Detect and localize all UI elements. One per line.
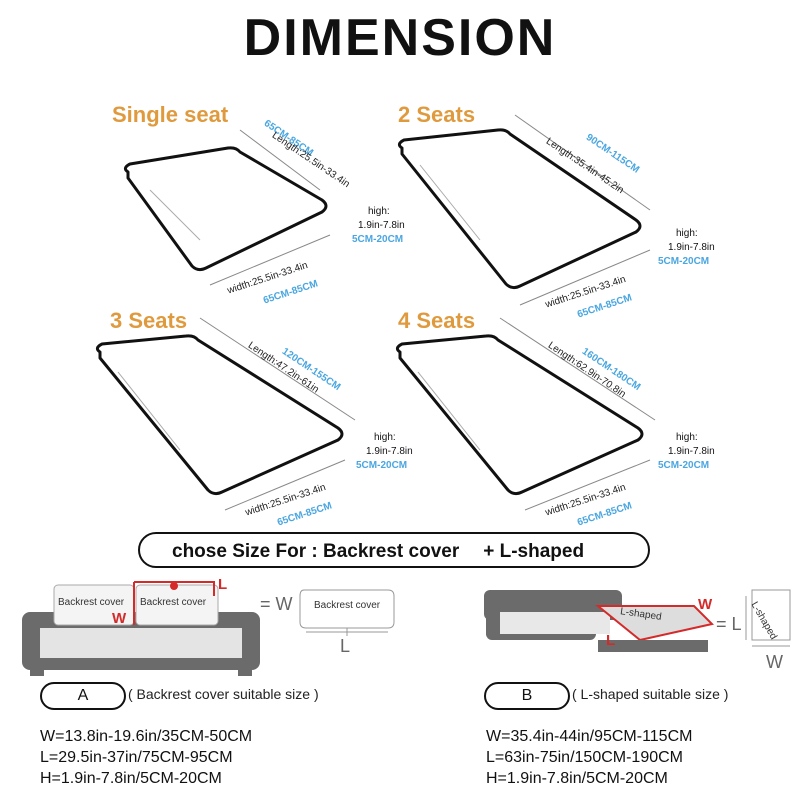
four-high-in: 1.9in-7.8in — [668, 446, 715, 457]
a-w-marker: W — [112, 610, 127, 627]
three-high-cm: 5CM-20CM — [356, 460, 408, 471]
choose-size-banner: chose Size For : Backrest cover + L-shape… — [138, 532, 650, 568]
three-seat-cushion — [95, 334, 344, 496]
backrest-cover-label-shape: Backrest cover — [314, 600, 381, 611]
four-seat-title: 4 Seats — [398, 308, 476, 333]
choose-size-text: chose Size For : Backrest cover — [172, 541, 460, 562]
b-l-marker: L — [606, 632, 616, 649]
three-high-label: high: — [374, 432, 396, 443]
single-seat-title: Single seat — [112, 102, 229, 127]
four-high-cm: 5CM-20CM — [658, 460, 710, 471]
four-seat-cushion — [395, 334, 644, 496]
option-b-specs: W=35.4in-44in/95CM-115CM L=63in-75in/150… — [486, 726, 692, 789]
single-high-in: 1.9in-7.8in — [358, 220, 405, 231]
option-a-spec-w: W=13.8in-19.6in/35CM-50CM — [40, 728, 253, 745]
backrest-cover-label-right: Backrest cover — [140, 597, 207, 608]
sofa-a-drawing — [22, 581, 260, 676]
cover-a-shape — [299, 589, 395, 636]
backrest-cover-label-left: Backrest cover — [58, 597, 125, 608]
option-a-spec-h: H=1.9in-7.8in/5CM-20CM — [40, 770, 222, 787]
option-a-spec-l: L=29.5in-37in/75CM-95CM — [40, 749, 233, 766]
option-a-note: ( Backrest cover suitable size ) — [128, 686, 319, 702]
page-title: DIMENSION — [243, 9, 557, 67]
option-b-note: ( L-shaped suitable size ) — [572, 686, 729, 702]
b-equals-l: = L — [716, 614, 742, 634]
single-seat-cushion — [123, 146, 328, 272]
sofa-b-drawing — [484, 590, 714, 652]
option-b-spec-h: H=1.9in-7.8in/5CM-20CM — [486, 770, 668, 787]
two-high-cm: 5CM-20CM — [658, 256, 710, 267]
b-w-marker: W — [698, 596, 713, 613]
two-seat-cushion — [397, 128, 642, 290]
two-high-in: 1.9in-7.8in — [668, 242, 715, 253]
option-a-specs: W=13.8in-19.6in/35CM-50CM L=29.5in-37in/… — [40, 726, 252, 789]
cover-b-shape — [745, 589, 791, 647]
four-high-label: high: — [676, 432, 698, 443]
option-b-spec-w: W=35.4in-44in/95CM-115CM — [486, 728, 693, 745]
a-l-marker: L — [218, 576, 228, 593]
option-b-badge: B — [484, 682, 570, 710]
option-b-spec-l: L=63in-75in/150CM-190CM — [486, 749, 683, 766]
b-w-bottom: W — [766, 652, 783, 672]
three-high-in: 1.9in-7.8in — [366, 446, 413, 457]
three-seat-title: 3 Seats — [110, 308, 188, 333]
two-seat-title: 2 Seats — [398, 102, 476, 127]
a-l-bottom: L — [340, 636, 351, 656]
a-equals-w: = W — [260, 594, 293, 614]
option-a-badge: A — [40, 682, 126, 710]
choose-size-plus: + L-shaped — [483, 541, 585, 562]
single-high-label: high: — [368, 206, 390, 217]
two-high-label: high: — [676, 228, 698, 239]
single-high-cm: 5CM-20CM — [352, 234, 404, 245]
